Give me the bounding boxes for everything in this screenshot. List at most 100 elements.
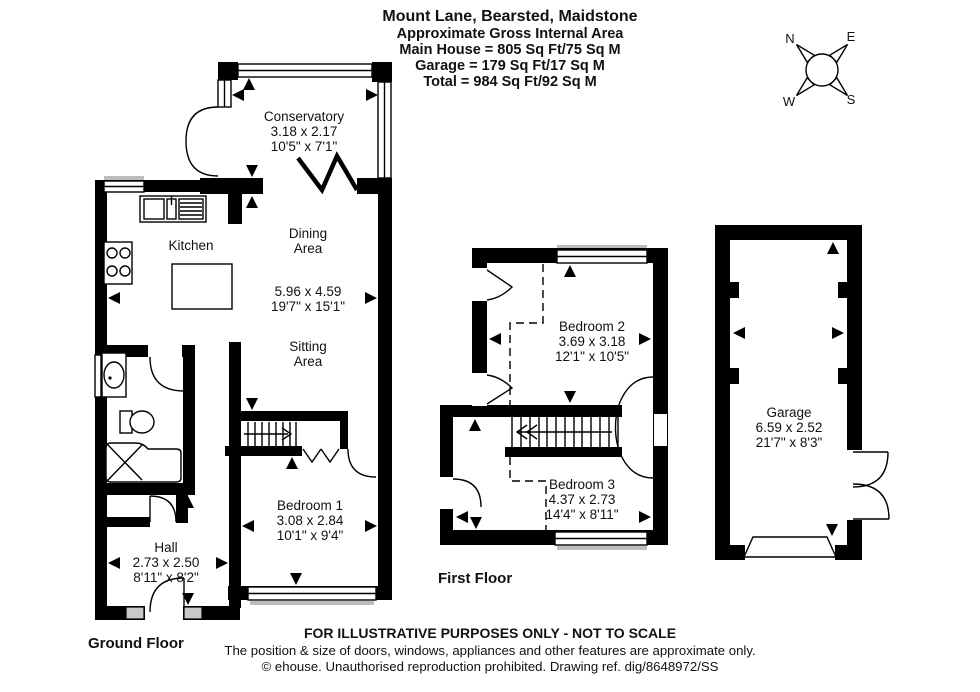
stairs-up-arrow-head <box>281 427 293 441</box>
conservatory-opening-zigzag <box>296 151 359 195</box>
garage-walls <box>715 225 862 560</box>
left-wall <box>95 180 107 620</box>
dining-area-label: Dining <box>289 226 327 241</box>
ff-door-gap-b <box>472 373 487 406</box>
bathroom-fixtures <box>101 352 182 483</box>
compass-s-label: S <box>847 92 856 107</box>
shower-cross-line <box>107 444 143 481</box>
hob-burner <box>106 247 118 259</box>
kitchen-wall-stub <box>228 194 242 224</box>
eaves-dashed-line-lower <box>509 457 547 530</box>
bedroom3-metric: 4.37 x 2.73 <box>549 492 616 507</box>
ff-stairs-arrow-head2 <box>525 424 538 440</box>
bedroom2-window-shade <box>557 245 647 248</box>
closet-bifold-door-right <box>320 448 340 464</box>
hall-top-wall <box>95 517 150 527</box>
page-title: Mount Lane, Bearsted, Maidstone <box>382 8 637 25</box>
garage-french-door-upper-arc <box>852 451 889 488</box>
garage-labels: Garage 6.59 x 2.52 21'7" x 8'3" <box>756 405 823 450</box>
measure-arrow-right <box>639 511 651 523</box>
bedroom1-door-arc <box>347 448 377 478</box>
measure-arrow-down <box>290 573 302 585</box>
garage-plan: Garage 6.59 x 2.52 21'7" x 8'3" <box>715 225 890 560</box>
compass-icon: N E W S <box>783 29 856 109</box>
ground-floor-plan: Conservatory 3.18 x 2.17 10'5" x 7'1" Ki… <box>88 62 392 652</box>
conservatory-junction-wall <box>200 178 263 194</box>
bath <box>105 442 182 483</box>
kitchen-label: Kitchen <box>168 238 213 253</box>
ground-floor-windows <box>94 63 392 620</box>
ground-floor-walls <box>95 62 392 620</box>
conservatory-label: Conservatory <box>264 109 345 124</box>
bedroom3-eaves-door-arc <box>452 478 482 508</box>
first-floor-title: First Floor <box>438 570 512 587</box>
ff-landing-door-gap <box>654 414 667 446</box>
hob-burner <box>106 265 118 277</box>
bedroom2-imperial: 12'1" x 10'5" <box>555 349 629 364</box>
kitchen-island <box>171 263 233 310</box>
sink-drainer <box>178 198 204 220</box>
sitting-area-label: Sitting <box>289 339 327 354</box>
ground-floor-measure-arrows <box>108 78 378 605</box>
ground-floor-stairs <box>244 422 297 446</box>
ff-middle-wall <box>440 405 622 417</box>
measure-arrow-left <box>108 557 120 569</box>
kitchen-fixtures <box>103 195 233 310</box>
footer-copyright: © ehouse. Unauthorised reproduction proh… <box>262 659 719 674</box>
landing-door-swing-arc <box>614 376 654 479</box>
garage-side-door-gap <box>847 450 862 520</box>
compass-circle <box>805 53 839 87</box>
hob-burner <box>119 265 131 277</box>
measure-arrow-right <box>365 520 377 532</box>
hall-bedroom1-divider <box>229 342 241 608</box>
measure-arrow-left <box>232 89 244 101</box>
hall-window-left <box>125 606 145 620</box>
garage-top-wall <box>715 225 862 240</box>
measure-arrow-down <box>182 593 194 605</box>
measure-arrow-right <box>216 557 228 569</box>
measure-arrow-right <box>639 333 651 345</box>
basin-drain <box>108 376 112 380</box>
garage-imperial: 21'7" x 8'3" <box>756 435 823 450</box>
measure-arrow-up <box>827 242 839 254</box>
measure-arrow-down <box>246 165 258 177</box>
main-room-imperial: 19'7" x 15'1" <box>271 299 345 314</box>
ff-left-wall <box>440 405 453 545</box>
ff-door-gap-a <box>472 268 487 301</box>
conservatory-corner-nw <box>218 62 238 80</box>
garage-french-door-lower-arc <box>852 483 890 520</box>
conservatory-imperial: 10'5" x 7'1" <box>271 139 338 154</box>
toilet-bowl <box>129 410 155 434</box>
hall-window-right <box>183 606 203 620</box>
measure-arrow-up <box>246 196 258 208</box>
header-main-house-area: Main House = 805 Sq Ft/75 Sq M <box>399 42 620 58</box>
bathroom-bottom-wall <box>95 483 195 495</box>
header-block: Mount Lane, Bearsted, Maidstone Approxim… <box>382 8 637 90</box>
bedroom2-label: Bedroom 2 <box>559 319 625 334</box>
right-wall <box>378 178 392 600</box>
measure-arrow-up <box>243 78 255 90</box>
measure-arrow-down <box>470 517 482 529</box>
ground-floor-labels: Conservatory 3.18 x 2.17 10'5" x 7'1" Ki… <box>88 109 345 652</box>
measure-arrow-down <box>246 398 258 410</box>
sink-bowl <box>143 198 165 220</box>
ff-eaves-door-gap <box>440 477 453 509</box>
first-floor-labels: Bedroom 2 3.69 x 3.18 12'1" x 10'5" Bedr… <box>438 319 629 587</box>
measure-arrow-left <box>242 520 254 532</box>
footer-disclaimer-title: FOR ILLUSTRATIVE PURPOSES ONLY - NOT TO … <box>304 625 676 641</box>
measure-arrow-left <box>733 327 745 339</box>
measure-arrow-down <box>826 524 838 536</box>
bedroom3-label: Bedroom 3 <box>549 477 615 492</box>
hall-inner-door-arc <box>149 495 177 523</box>
hall-wall-stub <box>176 495 188 523</box>
measure-arrow-left <box>108 292 120 304</box>
bedroom2-eaves-door-upper <box>486 269 514 301</box>
garage-up-and-over-door <box>742 536 838 558</box>
first-floor-plan: Bedroom 2 3.69 x 3.18 12'1" x 10'5" Bedr… <box>438 245 668 587</box>
footer-disclaimer-text: The position & size of doors, windows, a… <box>224 643 755 658</box>
garage-pier <box>838 368 847 384</box>
bedroom1-window-shade <box>250 601 374 605</box>
conservatory-corner-ne <box>372 62 392 82</box>
ground-floor-title: Ground Floor <box>88 635 184 652</box>
